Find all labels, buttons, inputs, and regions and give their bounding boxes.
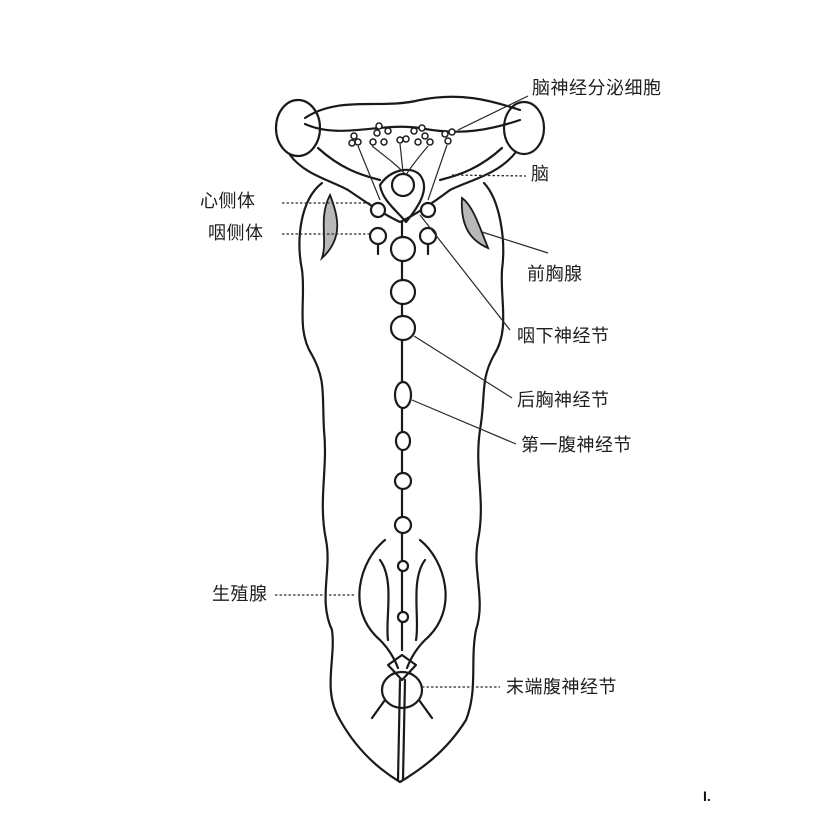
ventral-nerve-cord [389,220,417,652]
gonads [358,538,447,670]
label-gonad: 生殖腺 [212,584,268,605]
label-terminal-abdominal-ganglion: 末端腹神经节 [506,677,617,698]
label-prothoracic-gland: 前胸腺 [527,264,583,285]
label-first-abdominal-ganglion: 第一腹神经节 [521,435,632,456]
body-outline [298,181,505,784]
label-subesophageal-ganglion: 咽下神经节 [517,326,610,347]
prothoracic-gland-left [320,192,339,261]
neurosecretory-cells [348,122,456,147]
label-corpora-cardiaca: 心侧体 [200,191,256,212]
label-brain: 脑 [531,164,550,185]
head [274,95,546,224]
label-metathoracic-ganglion: 后胸神经节 [517,390,610,411]
label-neurosecretory-cells: 脑神经分泌细胞 [532,78,662,99]
corpora [368,201,438,256]
label-corpora-allata: 咽侧体 [208,223,264,244]
terminal-ganglion [370,653,434,782]
prothoracic-gland-right [461,196,490,250]
leader-lines [275,95,549,688]
figure-corner-mark: I. [703,788,711,804]
